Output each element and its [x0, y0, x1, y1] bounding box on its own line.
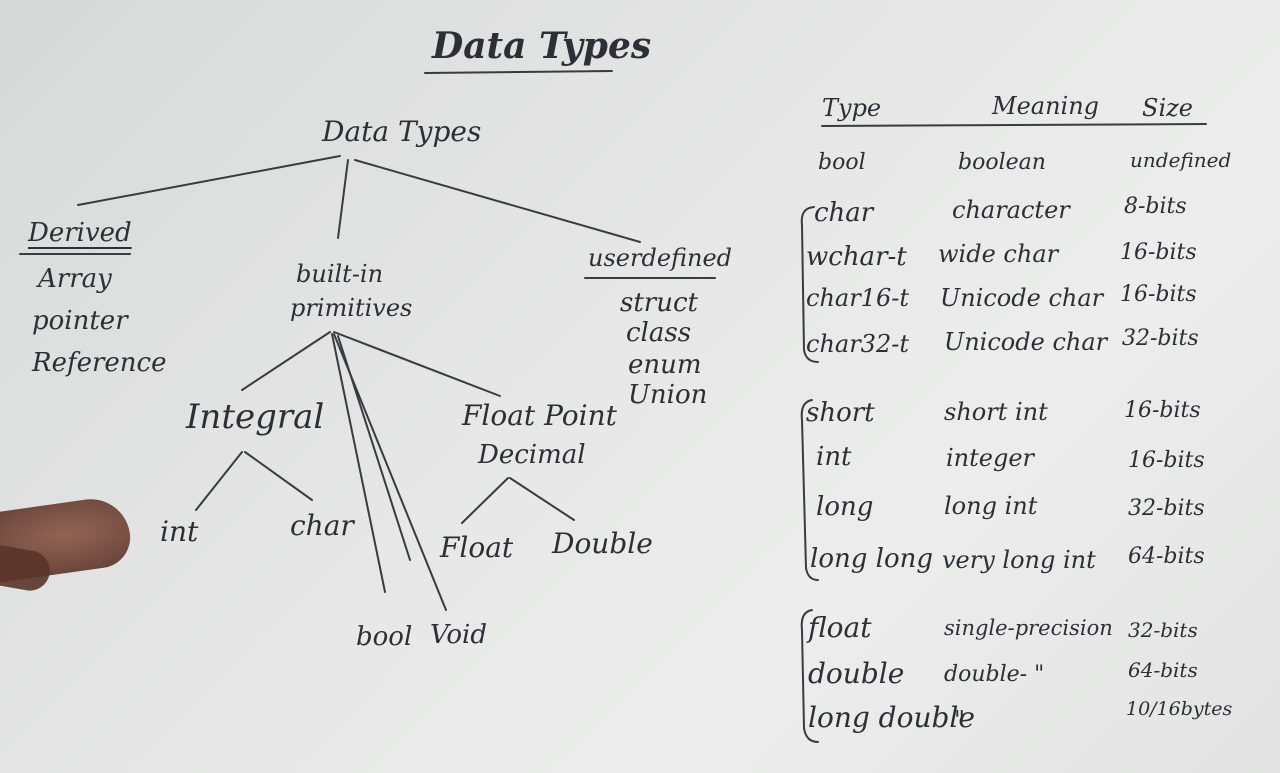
row-meaning: double- " [944, 662, 1045, 687]
row-size: 32-bits [1128, 496, 1205, 521]
row-size: 64-bits [1128, 658, 1198, 682]
edge-builtin-bool [331, 333, 386, 593]
row-type: char16-t [806, 284, 909, 312]
userdefined-heading: userdefined [588, 244, 733, 272]
row-meaning: short int [944, 398, 1048, 426]
row-size: 64-bits [1128, 544, 1205, 569]
row-size: 16-bits [1120, 240, 1197, 265]
row-size: 16-bits [1120, 282, 1197, 307]
userdefined-item-class: class [626, 318, 692, 348]
row-meaning: boolean [958, 150, 1046, 175]
row-type: char [814, 198, 874, 228]
derived-heading: Derived [28, 218, 132, 248]
bracket-char-group [800, 206, 819, 363]
row-meaning: Unicode char [940, 284, 1104, 312]
tree-root: Data Types [322, 115, 482, 148]
table-header-underline [821, 123, 1207, 127]
row-type: double [808, 657, 905, 690]
derived-item-reference: Reference [32, 348, 167, 378]
builtin-label-line1: built-in [296, 260, 384, 288]
table-header-meaning: Meaning [992, 92, 1100, 120]
row-type: bool [818, 150, 866, 175]
leaf-void: Void [430, 620, 488, 650]
row-meaning: wide char [938, 240, 1059, 268]
leaf-float: Float [440, 531, 514, 564]
edge-builtin-void-b [337, 335, 411, 561]
userdefined-item-union: Union [628, 380, 708, 410]
row-size: 32-bits [1128, 618, 1198, 642]
row-meaning: Unicode char [944, 328, 1108, 356]
integral-label: Integral [186, 397, 325, 437]
edge-builtin-float [333, 331, 501, 397]
row-size: 16-bits [1128, 448, 1205, 473]
row-meaning: character [952, 196, 1070, 224]
row-size: 16-bits [1124, 398, 1201, 423]
row-meaning: long int [944, 492, 1038, 520]
leaf-char: char [290, 509, 354, 542]
edge-integral-int [195, 451, 243, 511]
derived-item-array: Array [38, 264, 112, 294]
row-type: long long [810, 544, 933, 574]
derived-item-pointer: pointer [32, 306, 128, 336]
title-underline [424, 70, 613, 74]
edge-root-builtin [337, 159, 349, 239]
row-meaning: " [954, 706, 966, 734]
bracket-float-group [800, 609, 819, 743]
row-type: long double [808, 701, 975, 734]
row-type: wchar-t [806, 242, 907, 272]
userdefined-item-struct: struct [620, 288, 698, 318]
edge-builtin-integral [241, 331, 331, 391]
leaf-double: Double [552, 527, 653, 560]
row-meaning: single-precision [944, 616, 1113, 640]
float-point-label-line1: Float Point [462, 399, 617, 432]
leaf-int: int [160, 515, 199, 548]
row-size: undefined [1130, 148, 1232, 172]
table-header-size: Size [1142, 94, 1193, 122]
edge-root-derived [77, 155, 341, 206]
row-meaning: integer [946, 444, 1035, 472]
row-meaning: very long int [942, 546, 1096, 574]
builtin-label-line2: primitives [290, 294, 413, 322]
row-type: int [816, 442, 852, 472]
float-point-label-line2: Decimal [478, 440, 586, 470]
userdefined-item-enum: enum [628, 350, 702, 380]
row-size: 8-bits [1124, 194, 1187, 219]
row-type: float [808, 611, 872, 644]
bracket-int-group [800, 399, 819, 581]
row-size: 32-bits [1122, 326, 1199, 351]
row-type: long [816, 492, 874, 522]
edge-float-float [461, 477, 509, 524]
edge-integral-char [244, 451, 313, 501]
page-title: Data Types [432, 25, 652, 67]
table-header-type: Type [822, 94, 882, 122]
edge-float-double [509, 477, 575, 521]
leaf-bool: bool [356, 622, 413, 652]
row-size: 10/16bytes [1126, 698, 1233, 720]
row-type: char32-t [806, 330, 909, 358]
row-type: short [806, 398, 875, 428]
edge-root-userdefined [354, 159, 641, 243]
